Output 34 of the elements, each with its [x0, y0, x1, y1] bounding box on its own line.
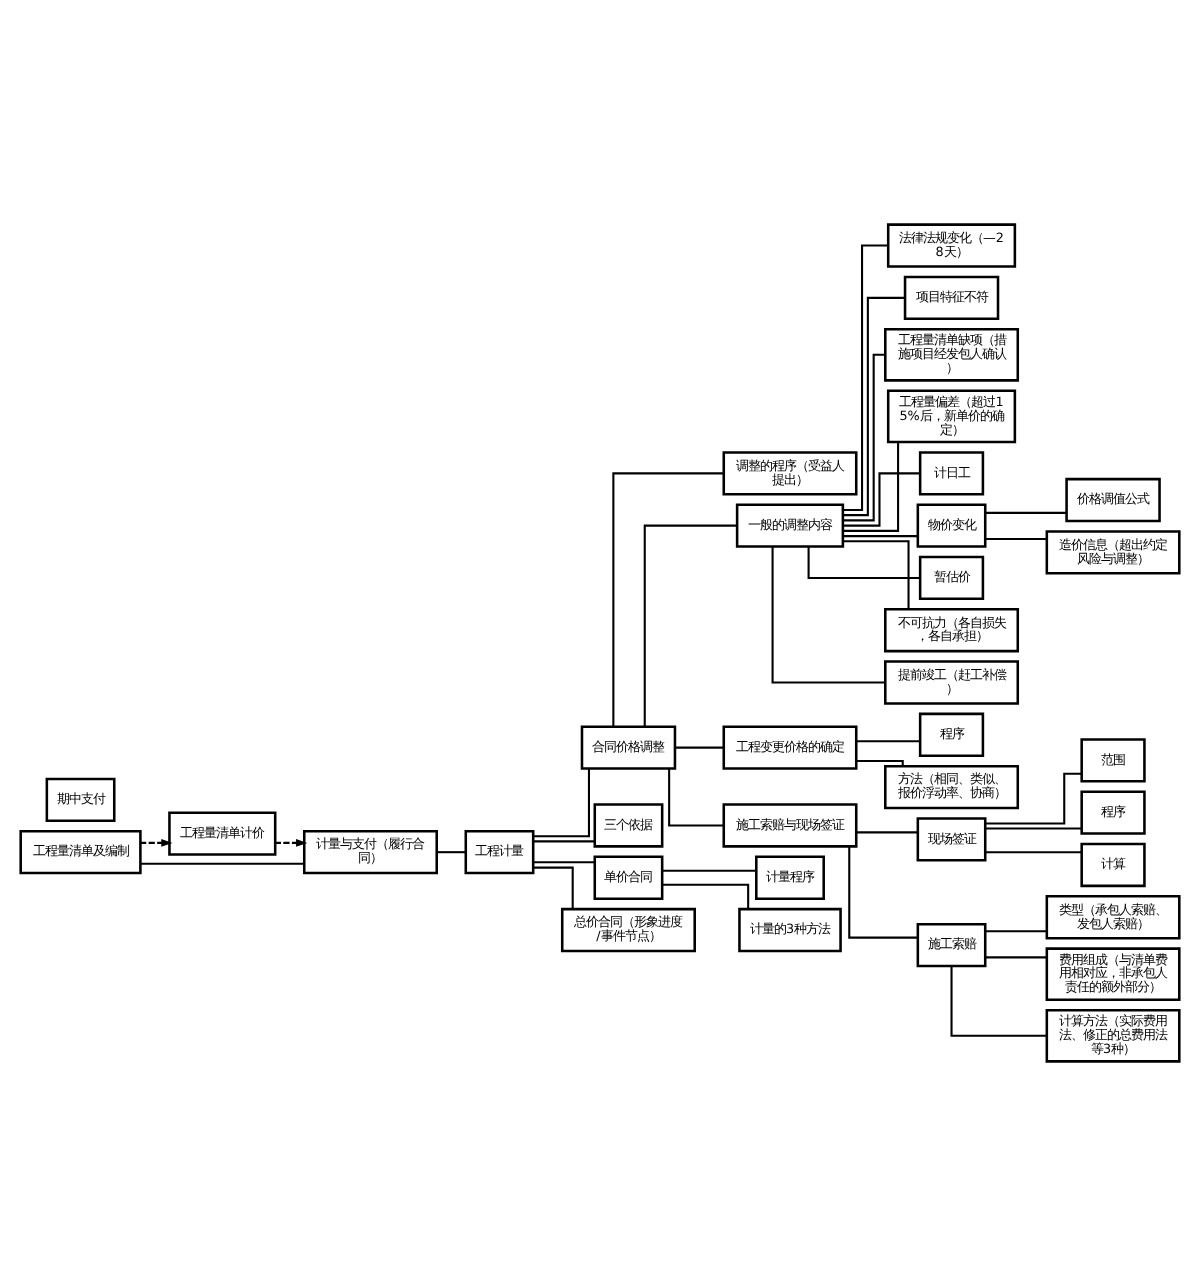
connector — [668, 768, 724, 827]
connector — [985, 772, 1082, 825]
connector — [842, 535, 918, 538]
connector — [533, 768, 590, 838]
connector — [533, 866, 574, 909]
connector — [533, 840, 595, 843]
connector — [985, 956, 1047, 959]
connector — [140, 862, 304, 865]
connector — [662, 883, 750, 909]
connector — [856, 831, 918, 834]
arrow — [275, 838, 308, 847]
connector — [985, 851, 1082, 854]
connector — [436, 851, 466, 854]
connector — [675, 746, 724, 749]
connector — [985, 537, 1047, 541]
connector — [843, 353, 886, 522]
connector — [843, 472, 921, 527]
connector — [843, 540, 910, 610]
connector — [843, 442, 900, 532]
connector — [662, 869, 757, 872]
connector — [771, 546, 885, 684]
connector — [856, 740, 920, 743]
connector — [985, 930, 1047, 933]
connector — [950, 966, 1047, 1037]
connector — [807, 546, 920, 579]
arrow — [140, 838, 173, 847]
connector — [985, 511, 1067, 514]
connector — [848, 846, 918, 939]
connector — [843, 296, 905, 517]
connector — [985, 827, 1082, 830]
connector — [612, 472, 724, 727]
connector — [643, 524, 737, 727]
connector — [856, 759, 904, 766]
connector — [533, 861, 595, 864]
